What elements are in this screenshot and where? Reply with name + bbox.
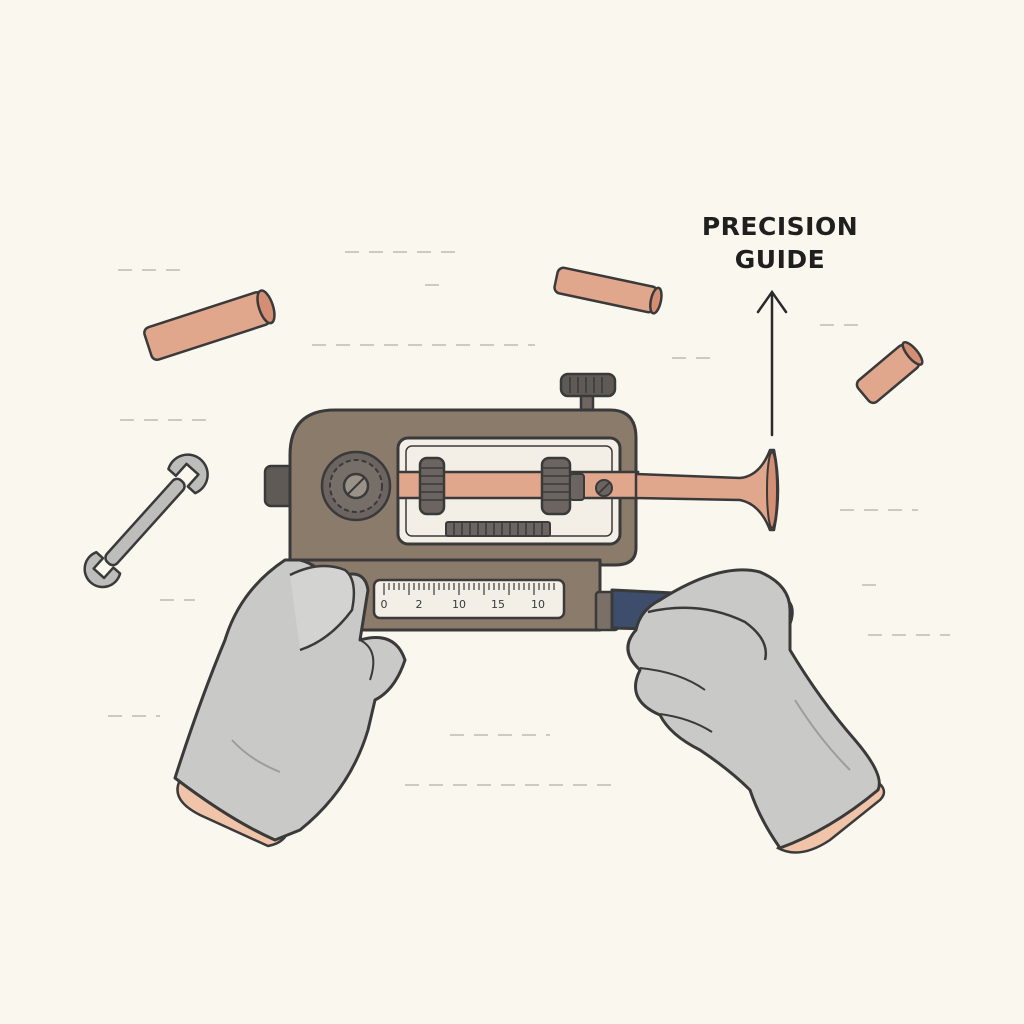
arrow-up-icon: [756, 289, 788, 437]
copper-rod-top: [553, 266, 663, 315]
wrench-icon: [83, 453, 209, 589]
callout-line-1: PRECISION: [701, 212, 859, 241]
copper-rod-right: [855, 340, 924, 405]
roller-left: [418, 456, 446, 516]
gear-icon: [320, 450, 392, 522]
copper-rod-left: [143, 289, 276, 362]
top-knob: [559, 372, 617, 414]
roller-right: [540, 456, 585, 516]
right-gloved-hand: [626, 568, 886, 854]
screw-icon: [595, 479, 613, 497]
scale-label: 0: [381, 598, 388, 611]
left-gloved-hand: [173, 558, 407, 848]
precision-guide-label: PRECISION GUIDE: [660, 210, 900, 276]
measurement-scale: 0 2 10 15 10: [372, 578, 566, 620]
scale-label: 15: [491, 598, 505, 611]
left-glove: [173, 558, 407, 842]
callout-line-2: GUIDE: [734, 245, 826, 274]
scale-label: 2: [416, 598, 423, 611]
right-glove: [626, 568, 881, 850]
scale-label: 10: [452, 598, 466, 611]
scale-label: 10: [531, 598, 545, 611]
background-dashes: [108, 251, 950, 786]
guide-rack: [445, 521, 551, 537]
